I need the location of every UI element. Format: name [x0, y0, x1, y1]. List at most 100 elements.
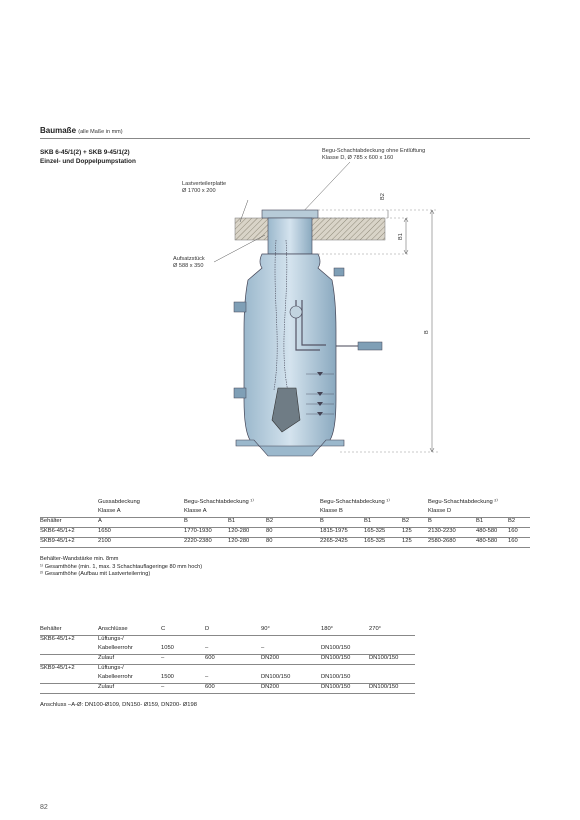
group-header: Begu-Schachtabdeckung ²⁾ [428, 499, 498, 505]
table-row: Zulauf – 600 DN200 DN100/150 DN100/150 [40, 683, 415, 694]
cell: 2100 [98, 537, 184, 548]
plate-label: Lastverteilerplatte Ø 1700 x 200 [182, 181, 226, 195]
cell: SKB9-45/1+2 [40, 665, 75, 671]
column-header: B1 [476, 517, 508, 528]
cell: 2130-2230 [428, 527, 476, 538]
cell: DN100/150 [321, 645, 369, 655]
cell: 1050 [161, 645, 205, 655]
plate-label-line1: Lastverteilerplatte [182, 181, 227, 187]
column-header: Anschlüsse [98, 626, 161, 636]
cell: Lüftungs-/ [98, 636, 124, 642]
dim-b1-label: B1 [398, 233, 404, 240]
cover-label-line1: Begu-Schachtabdeckung ohne Entlüftung [322, 148, 426, 154]
cell: – [205, 645, 261, 655]
cell [205, 636, 261, 646]
cell [161, 665, 205, 675]
page-heading: Baumaße (alle Maße in mm) [40, 126, 123, 135]
table-row: Zulauf – 600 DN200 DN100/150 DN100/150 [40, 654, 415, 665]
cell: 125 [402, 537, 428, 548]
subtitle: SKB 6-45/1(2) + SKB 9-45/1(2) Einzel- un… [40, 148, 136, 166]
column-header: 180° [321, 626, 369, 636]
column-header: B2 [508, 517, 530, 528]
heading-rule [40, 138, 530, 139]
group-header-class: Klasse A [98, 508, 121, 514]
cell: DN100/150 [369, 654, 415, 665]
table2-footnote: Anschluss –A-Ø: DN100-Ø109, DN150- Ø159,… [40, 702, 197, 708]
column-header: 90° [261, 626, 321, 636]
cell: 1650 [98, 527, 184, 538]
riser-label-line2: Ø 588 x 350 [173, 263, 204, 269]
cell [40, 674, 98, 684]
inlet-stub-lower [233, 387, 247, 399]
cell: Kabelleerrohr [98, 645, 161, 655]
subtitle-line1: SKB 6-45/1(2) + SKB 9-45/1(2) [40, 149, 130, 156]
column-header: B [184, 517, 228, 528]
cell [369, 645, 415, 655]
vent-stub [333, 267, 345, 277]
cell [205, 665, 261, 675]
cell [321, 665, 369, 675]
tank-base [235, 439, 345, 457]
table1-group-header-row1: Gussabdeckung Begu-Schachtabdeckung ¹⁾ B… [40, 499, 530, 508]
note: ¹⁾ Gesamthöhe (min. 1, max. 3 Schachtauf… [40, 563, 203, 570]
cell: DN100/150 [321, 674, 369, 684]
group-header: Gussabdeckung [98, 499, 140, 505]
cell: 80 [266, 527, 320, 538]
cell: 480-580 [476, 537, 508, 548]
column-header: 270° [369, 626, 415, 636]
cell: 120-280 [228, 527, 266, 538]
group-header-class: Klasse B [320, 508, 343, 514]
inlet-stub-upper [233, 301, 247, 313]
column-header: Behälter [40, 626, 98, 636]
table-row: Kabelleerrohr 1050 – – DN100/150 [40, 645, 415, 655]
cell [161, 636, 205, 646]
group-header-class: Klasse D [428, 508, 452, 514]
cell: DN100/150 [261, 674, 321, 684]
table-row: SKB9-45/1+2 Lüftungs-/ [40, 665, 415, 675]
cell [261, 636, 321, 646]
cell: 120-280 [228, 537, 266, 548]
column-header: C [161, 626, 205, 636]
heading-title: Baumaße [40, 126, 77, 135]
cell: DN200 [261, 683, 321, 694]
cell [40, 683, 98, 694]
column-header: D [205, 626, 261, 636]
column-header: A [98, 517, 184, 528]
group-header: Begu-Schachtabdeckung ¹⁾ [184, 499, 254, 505]
heading-note: (alle Maße in mm) [78, 129, 123, 135]
cell: SKB6-45/1+2 [40, 636, 75, 642]
riser-label: Aufsatzstück Ø 588 x 350 [173, 256, 205, 270]
cover-label-line2: Klasse D, Ø 785 x 600 x 160 [322, 155, 394, 161]
cell: 125 [402, 527, 428, 538]
cell: DN200 [261, 654, 321, 665]
column-header: Behälter [40, 517, 98, 528]
cell: DN100/150 [321, 683, 369, 694]
cell [369, 674, 415, 684]
cell: Kabelleerrohr [98, 674, 161, 684]
dim-b2-label: B2 [380, 193, 386, 200]
table-row: SKB9-45/1+2 2100 2220-2380 120-280 80 22… [40, 537, 530, 548]
cell: 1815-1975 [320, 527, 364, 538]
submersible-pump [271, 387, 301, 433]
cell: Zulauf [98, 683, 161, 694]
table2-column-header: Behälter Anschlüsse C D 90° 180° 270° [40, 626, 415, 636]
cell: Lüftungs-/ [98, 665, 124, 671]
cell [321, 636, 369, 646]
column-header: B [428, 517, 476, 528]
column-header: B1 [228, 517, 266, 528]
cell: DN100/150 [321, 654, 369, 665]
cell: Zulauf [98, 654, 161, 665]
table-row: SKB6-45/1+2 1650 1770-1930 120-280 80 18… [40, 527, 530, 538]
table1-column-header: Behälter A B B1 B2 B B1 B2 B B1 B2 [40, 517, 530, 528]
cell: SKB6-45/1+2 [40, 527, 98, 538]
cell [40, 654, 98, 665]
table-row: Kabelleerrohr 1500 – DN100/150 DN100/150 [40, 674, 415, 684]
cell: 1500 [161, 674, 205, 684]
pump-station-drawing: B2 B1 B [213, 161, 438, 457]
column-header: B [320, 517, 364, 528]
cell: – [161, 654, 205, 665]
cell: 160 [508, 527, 530, 538]
cell: 165-325 [364, 527, 402, 538]
cell: – [205, 674, 261, 684]
cell: 2265-2425 [320, 537, 364, 548]
